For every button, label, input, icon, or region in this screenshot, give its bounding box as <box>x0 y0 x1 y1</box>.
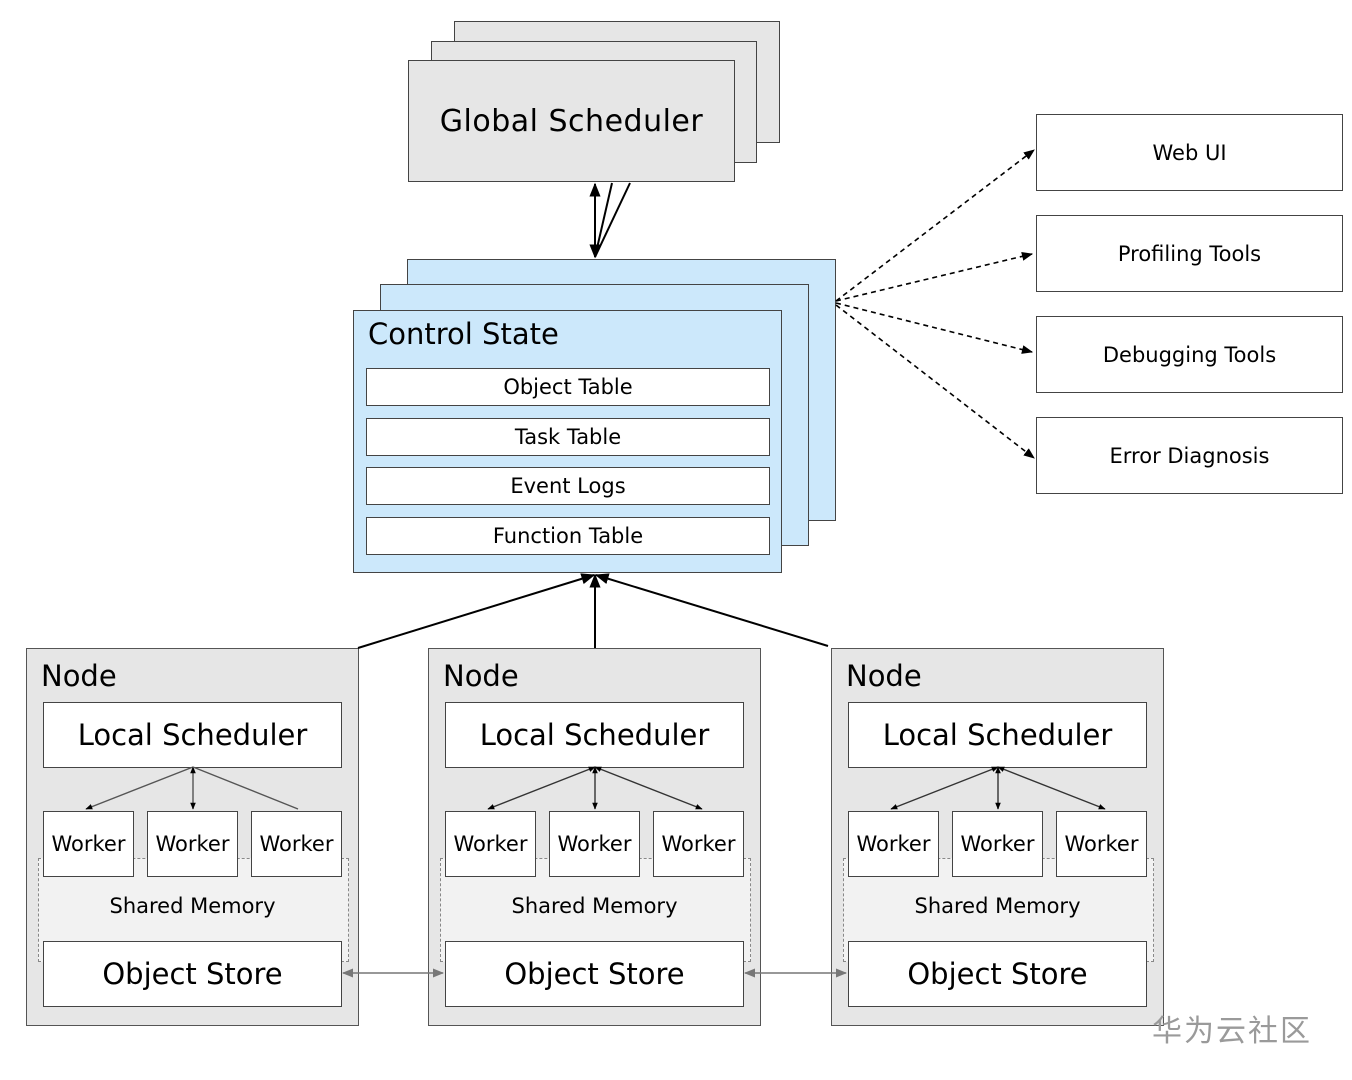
worker-label: Worker <box>155 832 230 856</box>
worker: Worker <box>653 811 744 877</box>
worker-label: Worker <box>960 832 1035 856</box>
function-table-label: Function Table <box>492 524 644 548</box>
object-table: Object Table <box>366 368 770 406</box>
debugging-tools-box: Debugging Tools <box>1036 316 1343 393</box>
profiling-tools-box: Profiling Tools <box>1036 215 1343 292</box>
object-store: Object Store <box>445 941 744 1007</box>
control-to-tools-arrows <box>835 149 1035 459</box>
web-ui-box: Web UI <box>1036 114 1343 191</box>
worker: Worker <box>1056 811 1147 877</box>
profiling-tools-label: Profiling Tools <box>1117 241 1262 266</box>
global-scheduler: Global Scheduler <box>408 60 735 182</box>
local-scheduler-label: Local Scheduler <box>882 718 1113 752</box>
worker-label: Worker <box>661 832 736 856</box>
node-1: Node Shared Memory Local Scheduler Worke… <box>26 648 359 1026</box>
shared-memory-label: Shared Memory <box>511 894 678 918</box>
error-diagnosis-box: Error Diagnosis <box>1036 417 1343 494</box>
object-store-label: Object Store <box>907 957 1088 991</box>
shared-memory-label: Shared Memory <box>914 894 1081 918</box>
worker: Worker <box>43 811 134 877</box>
task-table-label: Task Table <box>514 425 622 449</box>
node-title: Node <box>41 659 117 693</box>
watermark: 华为云社区 <box>1152 1014 1312 1049</box>
worker-label: Worker <box>453 832 528 856</box>
worker-label: Worker <box>557 832 632 856</box>
control-state-title: Control State <box>368 317 559 351</box>
event-logs: Event Logs <box>366 467 770 505</box>
worker: Worker <box>952 811 1043 877</box>
node-3: Node Shared Memory Local Scheduler Worke… <box>831 648 1164 1026</box>
local-scheduler: Local Scheduler <box>445 702 744 768</box>
global-scheduler-label: Global Scheduler <box>439 103 704 139</box>
worker: Worker <box>848 811 939 877</box>
worker-label: Worker <box>856 832 931 856</box>
object-store-label: Object Store <box>504 957 685 991</box>
local-scheduler: Local Scheduler <box>43 702 342 768</box>
error-diagnosis-label: Error Diagnosis <box>1109 443 1270 468</box>
object-store: Object Store <box>848 941 1147 1007</box>
worker-label: Worker <box>259 832 334 856</box>
shared-memory-label: Shared Memory <box>109 894 276 918</box>
control-state: Control State Object Table Task Table Ev… <box>353 310 782 573</box>
node-title: Node <box>846 659 922 693</box>
local-scheduler-label: Local Scheduler <box>77 718 308 752</box>
event-logs-label: Event Logs <box>510 474 626 498</box>
debugging-tools-label: Debugging Tools <box>1102 342 1277 367</box>
local-scheduler: Local Scheduler <box>848 702 1147 768</box>
node-2: Node Shared Memory Local Scheduler Worke… <box>428 648 761 1026</box>
worker: Worker <box>147 811 238 877</box>
object-store: Object Store <box>43 941 342 1007</box>
object-store-label: Object Store <box>102 957 283 991</box>
worker-label: Worker <box>1064 832 1139 856</box>
worker: Worker <box>251 811 342 877</box>
function-table: Function Table <box>366 517 770 555</box>
task-table: Task Table <box>366 418 770 456</box>
local-scheduler-label: Local Scheduler <box>479 718 710 752</box>
worker-label: Worker <box>51 832 126 856</box>
object-table-label: Object Table <box>503 375 633 399</box>
node-title: Node <box>443 659 519 693</box>
worker: Worker <box>445 811 536 877</box>
node-to-control-arrows <box>357 573 829 649</box>
global-to-control-arrows <box>589 182 631 259</box>
worker: Worker <box>549 811 640 877</box>
web-ui-label: Web UI <box>1152 140 1227 165</box>
